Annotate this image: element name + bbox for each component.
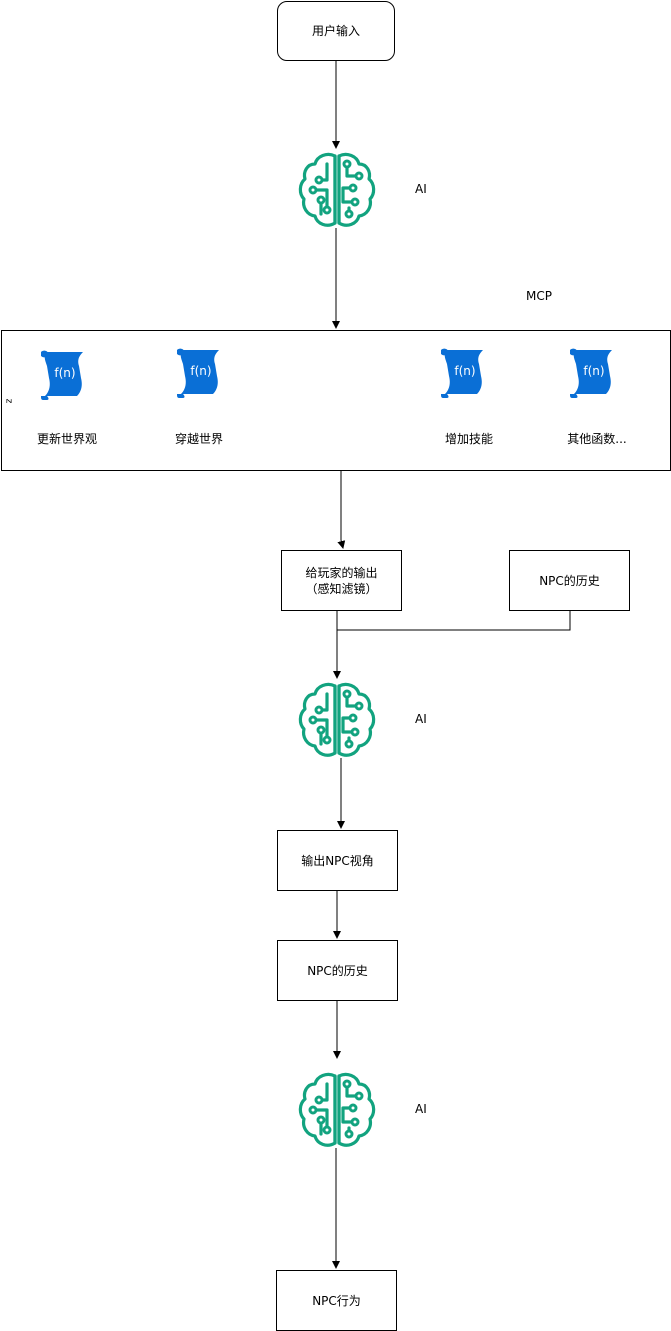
output-npc-view-label: 输出NPC视角 xyxy=(301,853,374,868)
function-label-travel-world: 穿越世界 xyxy=(174,432,223,446)
player-output-node[interactable]: 给玩家的输出 （感知滤镜） xyxy=(281,550,402,611)
svg-text:f(n): f(n) xyxy=(54,366,75,380)
svg-text:f(n): f(n) xyxy=(190,364,211,378)
line-history-merge xyxy=(337,611,571,631)
ai-label-2: AI xyxy=(415,712,427,726)
function-icon[interactable]: f(n) xyxy=(175,346,225,398)
player-output-label: 给玩家的输出 xyxy=(305,565,378,580)
function-label-add-skill: 增加技能 xyxy=(444,432,493,446)
npc-history-side-node[interactable]: NPC的历史 xyxy=(509,550,630,611)
player-output-sublabel: （感知滤镜） xyxy=(305,581,378,596)
npc-history-side-label: NPC的历史 xyxy=(539,573,600,588)
svg-text:f(n): f(n) xyxy=(583,364,604,378)
ai-label-1: AI xyxy=(415,182,427,196)
ai-label-3: AI xyxy=(415,1102,427,1116)
ai-brain-icon xyxy=(297,1070,377,1150)
output-npc-view-node[interactable]: 输出NPC视角 xyxy=(277,830,398,891)
function-label-other: 其他函数... xyxy=(567,432,627,446)
mcp-side-mark: z xyxy=(3,398,14,404)
function-icon[interactable]: f(n) xyxy=(439,346,489,398)
mcp-label: MCP xyxy=(526,289,552,303)
user-input-node[interactable]: 用户输入 xyxy=(277,1,395,61)
function-icon[interactable]: f(n) xyxy=(39,348,89,400)
ai-brain-icon xyxy=(297,150,377,230)
ai-brain-icon xyxy=(297,680,377,760)
npc-history-label: NPC的历史 xyxy=(307,963,368,978)
svg-text:f(n): f(n) xyxy=(454,364,475,378)
arrow-mcp-to-output xyxy=(337,471,346,549)
function-icon[interactable]: f(n) xyxy=(568,346,618,398)
function-label-update-world: 更新世界观 xyxy=(36,432,97,446)
npc-action-label: NPC行为 xyxy=(312,1293,361,1308)
npc-action-node[interactable]: NPC行为 xyxy=(276,1270,397,1331)
user-input-label: 用户输入 xyxy=(311,24,360,38)
npc-history-node[interactable]: NPC的历史 xyxy=(277,940,398,1001)
